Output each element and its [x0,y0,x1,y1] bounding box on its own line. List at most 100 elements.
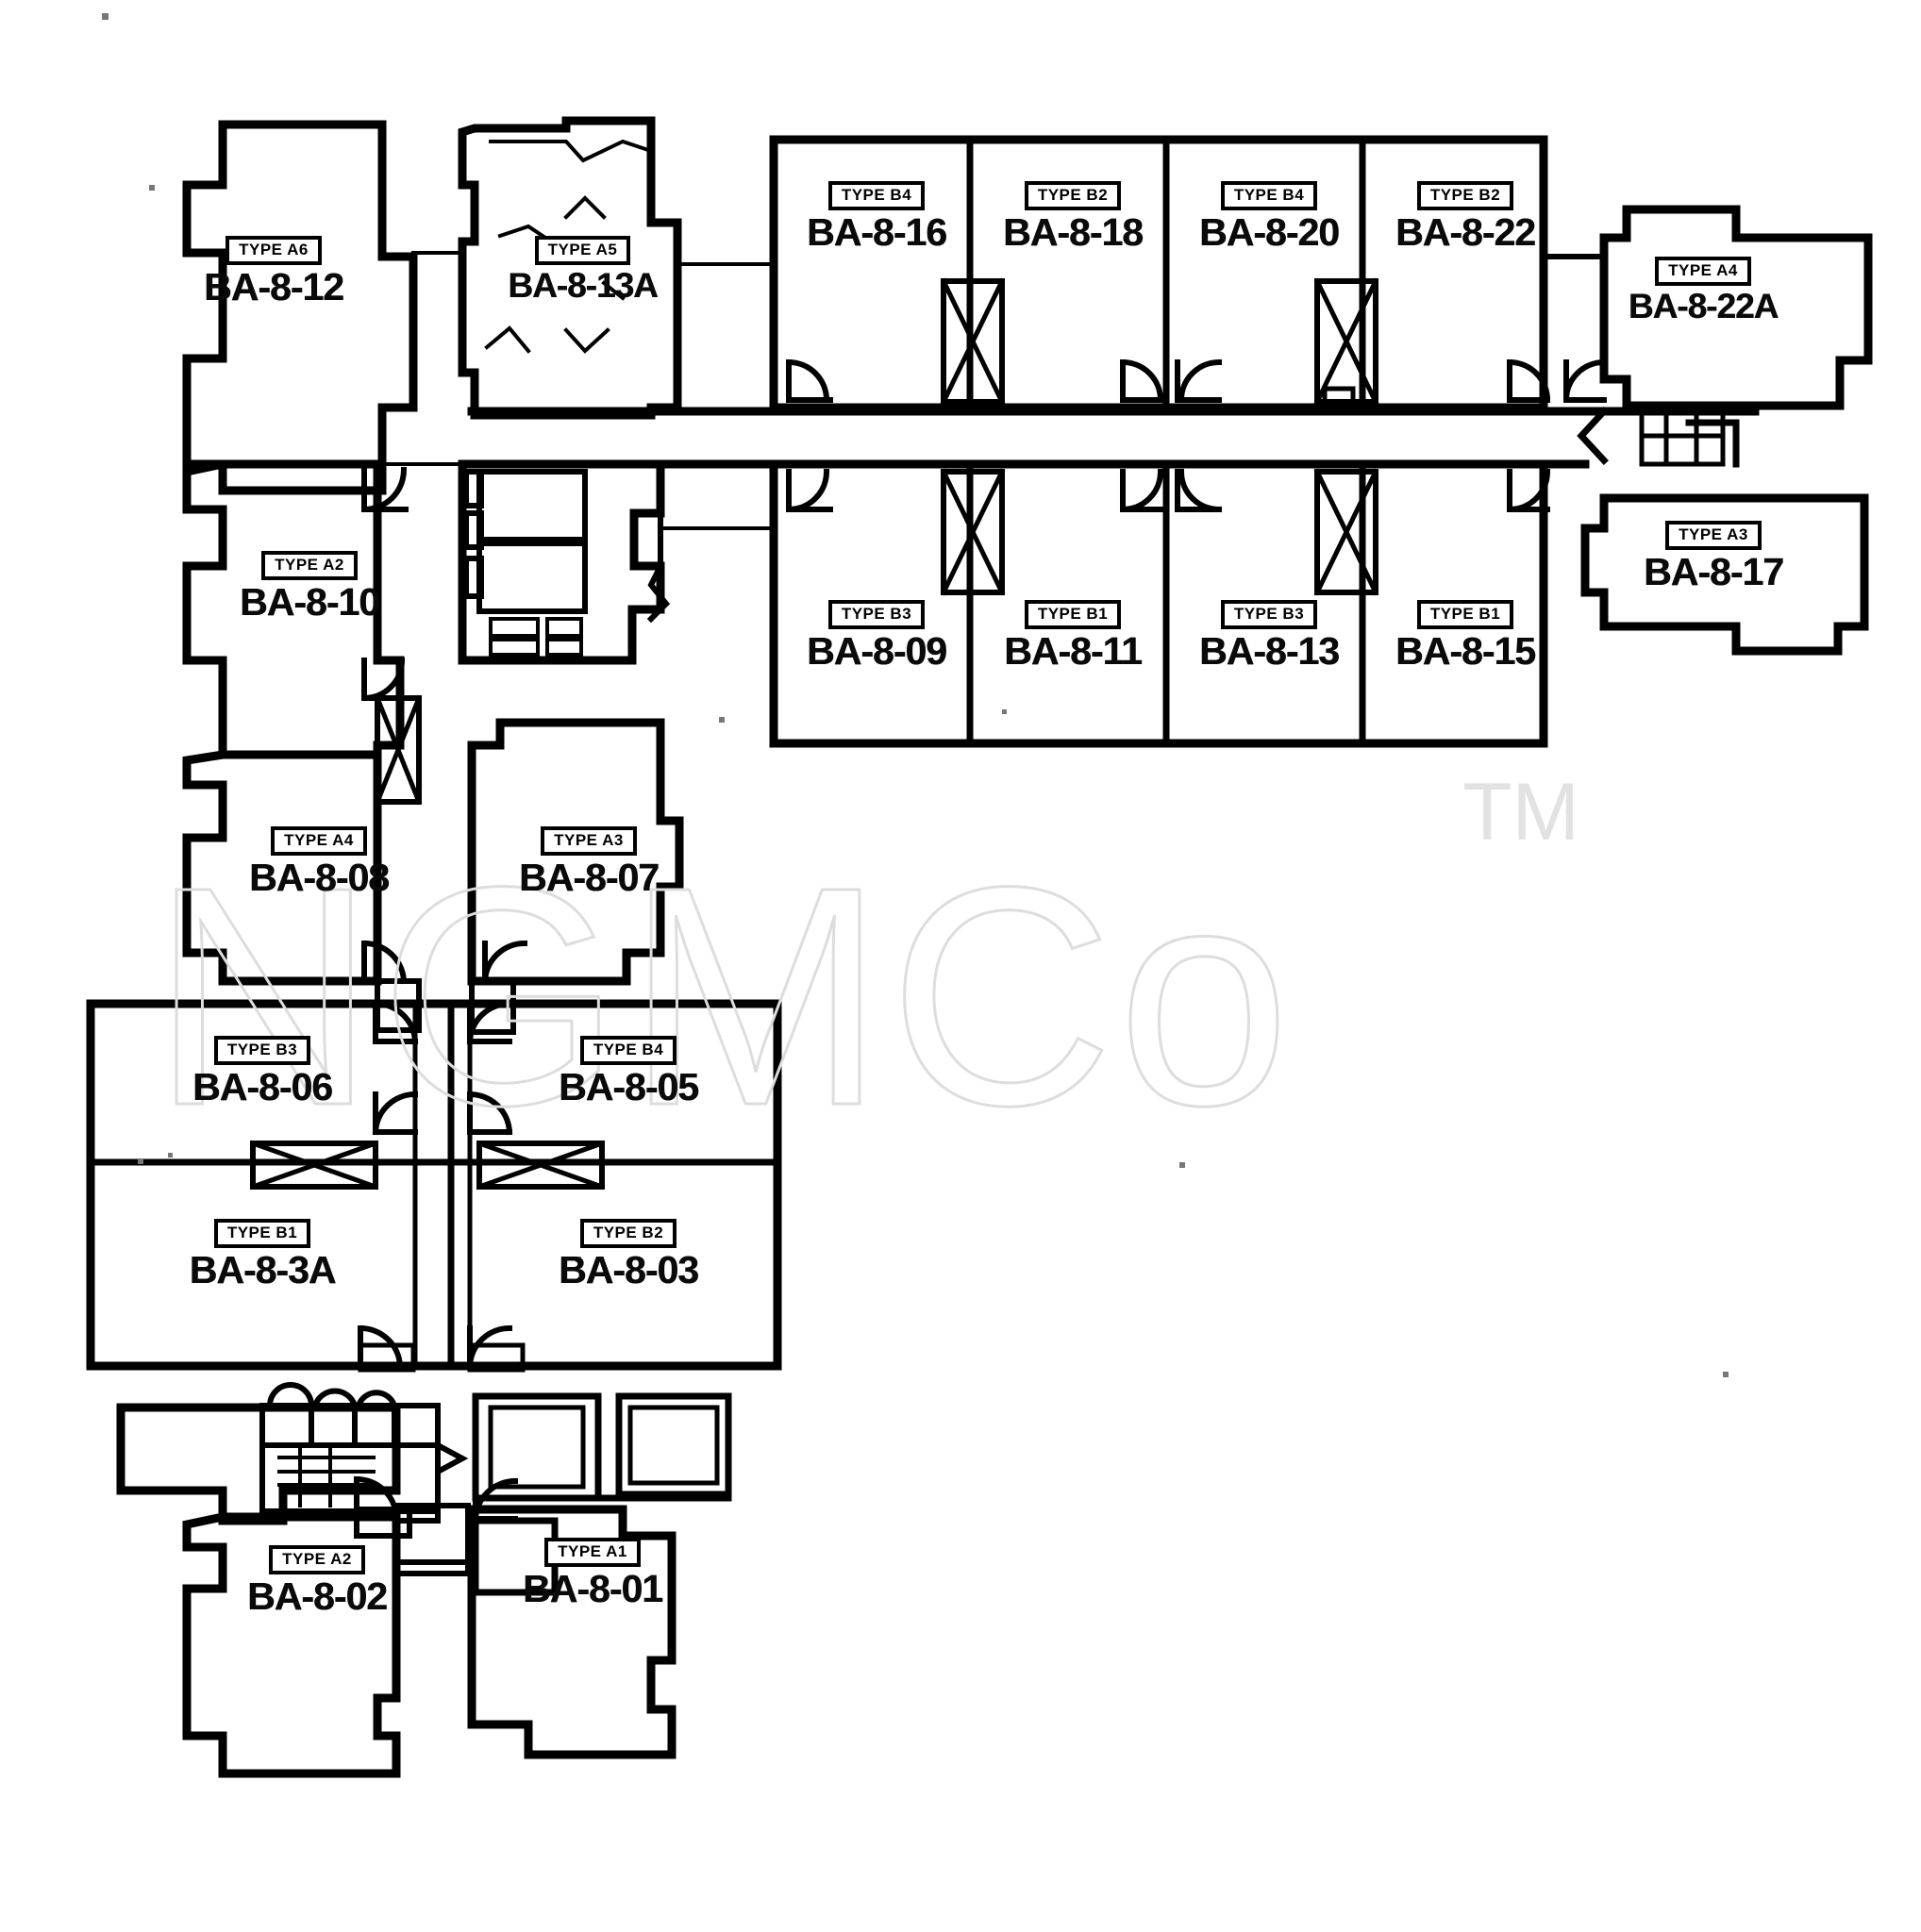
corridor-right-end [1685,419,1740,468]
unit-label-ba-8-02: TYPE A2 BA-8-02 [223,1545,411,1616]
unit-outline-ba-8-17 [1580,493,1869,656]
unit-type-chip: TYPE A5 [534,236,631,265]
core-zig [646,561,671,624]
lower-core-right-stub [393,1441,469,1524]
bottom-b-block-outline [769,459,1548,748]
unit-label-ba-8-01: TYPE A1 BA-8-01 [498,1538,687,1608]
unit-code: BA-8-3A [189,1247,337,1291]
scan-speck [138,1158,143,1164]
scan-speck [576,1257,581,1262]
unit-type-chip: TYPE B4 [827,181,926,210]
unit-outline-ba-8-07 [467,718,684,986]
doors-unit-10 [360,466,409,702]
unit-code: BA-8-15 [1395,628,1536,673]
scan-speck [1002,709,1007,714]
connector-lines [376,251,776,530]
unit-type-chip: TYPE B1 [213,1219,311,1248]
unit-label-ba-8-11: TYPE B1 BA-8-11 [983,600,1162,671]
unit-code: BA-8-17 [1644,549,1784,593]
unit-label-ba-8-18: TYPE B2 BA-8-18 [983,181,1162,252]
unit-label-ba-8-22a: TYPE A4 BA-8-22A [1595,257,1812,324]
unit-label-ba-8-13a: TYPE A5 BA-8-13A [481,236,684,303]
scan-speck [1723,1372,1729,1377]
unit-label-ba-8-3a: TYPE B1 BA-8-3A [168,1219,357,1290]
unit-code: BA-8-13 [1199,628,1340,673]
right-core-box [1639,407,1726,467]
unit-type-chip: TYPE A2 [269,1545,365,1574]
shaft-bottom-1 [940,468,1006,596]
unit-outline-ba-8-10 [182,459,405,759]
core-upper-interior [463,469,588,614]
unit-code: BA-8-09 [807,628,947,673]
unit-type-chip: TYPE A4 [271,826,367,856]
unit-label-ba-8-17: TYPE A3 BA-8-17 [1619,521,1808,591]
unit-type-chip: TYPE B2 [1416,181,1514,210]
lower-core-stair-treads [277,1447,376,1507]
unit-label-ba-8-10: TYPE A2 BA-8-10 [215,551,404,622]
shaft-bottom-2 [1313,468,1379,596]
unit-label-ba-8-07: TYPE A3 BA-8-07 [494,826,683,897]
scan-speck [102,13,109,20]
unit-type-chip: TYPE B4 [579,1036,677,1065]
unit-type-chip: TYPE B2 [1024,181,1122,210]
unit-label-ba-8-13: TYPE B3 BA-8-13 [1179,600,1359,671]
unit-type-chip: TYPE B2 [579,1219,677,1248]
unit-outline-ba-8-01 [467,1505,677,1759]
unit-label-ba-8-03: TYPE B2 BA-8-03 [534,1219,723,1290]
unit-code: BA-8-16 [807,209,947,254]
unit-code: BA-8-22 [1395,209,1536,254]
lower-b-block-outline [86,999,782,1371]
unit-code: BA-8-08 [249,855,390,899]
unit-code: BA-8-11 [1004,628,1143,673]
unit-label-ba-8-08: TYPE A4 BA-8-08 [225,826,413,897]
unit-label-ba-8-16: TYPE B4 BA-8-16 [787,181,966,252]
unit-label-ba-8-22: TYPE B2 BA-8-22 [1376,181,1555,252]
shaft-top-2 [1313,277,1379,406]
unit-type-chip: TYPE A4 [1655,257,1751,286]
unit-code: BA-8-07 [519,855,660,899]
unit-code: BA-8-01 [523,1566,663,1610]
unit-code: BA-8-02 [247,1574,388,1618]
doors-top-block [785,358,1608,404]
unit-type-chip: TYPE A3 [1665,521,1762,550]
scan-speck [149,185,155,191]
unit-label-ba-8-05: TYPE B4 BA-8-05 [534,1036,723,1107]
unit-type-chip: TYPE A6 [226,236,322,265]
unit-type-chip: TYPE B3 [827,600,926,629]
doors-bottom-block [785,468,1551,513]
unit-code: BA-8-03 [559,1247,699,1291]
unit-type-chip: TYPE B1 [1024,600,1122,629]
shaft-top-1 [940,277,1006,406]
unit-outline-ba-8-22a [1599,205,1873,410]
unit-code: BA-8-18 [1003,209,1144,254]
unit-code: BA-8-05 [559,1064,699,1108]
scan-speck [168,1153,173,1158]
unit-label-ba-8-15: TYPE B1 BA-8-15 [1376,600,1555,671]
unit-code: BA-8-10 [240,579,380,624]
unit-type-chip: TYPE A1 [544,1538,641,1567]
unit-code: BA-8-06 [192,1064,333,1108]
unit-code: BA-8-12 [204,264,344,308]
unit-code: BA-8-22A [1628,286,1779,325]
core-stair-treads [489,617,583,657]
doors-unit-01 [472,1477,519,1523]
unit-label-ba-8-20: TYPE B4 BA-8-20 [1179,181,1359,252]
unit-label-ba-8-12: TYPE A6 BA-8-12 [179,236,368,307]
unit-label-ba-8-09: TYPE B3 BA-8-09 [787,600,966,671]
unit-type-chip: TYPE A2 [261,551,358,580]
lower-core-detail [259,1382,441,1514]
doors-unit-02 [353,1475,412,1539]
entry-box-03 [467,1342,526,1373]
unit-type-chip: TYPE B4 [1220,181,1318,210]
doors-unit-08 [360,940,422,1033]
scan-speck [719,717,725,723]
unit-type-chip: TYPE B3 [1220,600,1318,629]
unit-label-ba-8-06: TYPE B3 BA-8-06 [168,1036,357,1107]
unit-type-chip: TYPE B1 [1416,600,1514,629]
entry-box-3a [358,1342,416,1373]
shaft-lower-right [476,1140,606,1191]
scan-speck [1179,1162,1185,1168]
unit-code: BA-8-13A [508,265,659,305]
